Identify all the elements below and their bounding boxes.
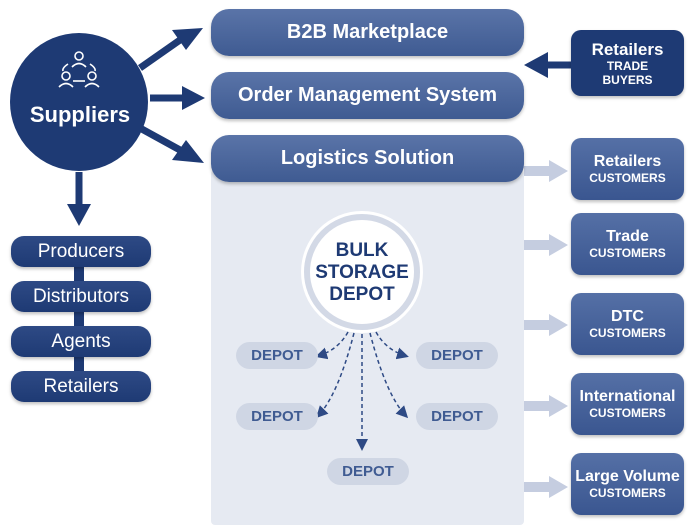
customer-arrows xyxy=(524,160,568,498)
b2b-marketplace-bar: B2B Marketplace xyxy=(211,9,524,56)
customer-title: Trade xyxy=(606,228,649,245)
logistics-panel xyxy=(211,170,524,525)
bulk-depot-circle xyxy=(304,214,420,330)
customer-title: International xyxy=(579,388,676,405)
customer-subtitle: CUSTOMERS xyxy=(589,406,666,420)
arrow-to-oms xyxy=(182,86,205,110)
customer-subtitle: CUSTOMERS xyxy=(589,246,666,260)
arrow-to-channels xyxy=(67,204,91,226)
channel-retailers: Retailers xyxy=(11,371,151,402)
bulk-line-1: BULK xyxy=(335,240,389,261)
arrow-from-retailers-trade xyxy=(524,52,548,78)
customer-title: Retailers xyxy=(593,153,662,170)
suppliers-circle xyxy=(10,33,148,171)
logistics-solution-bar: Logistics Solution xyxy=(211,135,524,182)
arrow-to-marketplace xyxy=(172,28,203,50)
depot-bottom: DEPOT xyxy=(327,458,409,485)
customer-trade: Trade CUSTOMERS xyxy=(571,213,684,275)
depot-upper-left: DEPOT xyxy=(236,342,318,369)
channel-producers: Producers xyxy=(11,236,151,267)
channel-agents: Agents xyxy=(11,326,151,357)
people-cycle-icon xyxy=(54,48,104,92)
customer-international: International CUSTOMERS xyxy=(571,373,684,435)
bulk-storage-depot-label: BULK STORAGE DEPOT xyxy=(307,238,417,308)
bulk-line-2: STORAGE xyxy=(315,262,409,283)
retailers-trade-subtitle: TRADE BUYERS xyxy=(602,58,653,87)
bulk-line-3: DEPOT xyxy=(329,284,395,305)
customer-large-volume: Large Volume CUSTOMERS xyxy=(571,453,684,515)
depot-lower-left: DEPOT xyxy=(236,403,318,430)
channel-distributors: Distributors xyxy=(11,281,151,312)
customer-subtitle: CUSTOMERS xyxy=(589,171,666,185)
depot-upper-right: DEPOT xyxy=(416,342,498,369)
customer-title: DTC xyxy=(611,308,644,325)
customer-dtc: DTC CUSTOMERS xyxy=(571,293,684,355)
customer-retailers: Retailers CUSTOMERS xyxy=(571,138,684,200)
suppliers-label: Suppliers xyxy=(29,102,131,127)
customer-subtitle: CUSTOMERS xyxy=(589,486,666,500)
customer-title: Large Volume xyxy=(575,468,680,485)
channel-connector xyxy=(74,240,84,400)
retailers-trade-buyers-box: Retailers TRADE BUYERS xyxy=(571,30,684,96)
retailers-trade-title: Retailers xyxy=(591,39,664,59)
depot-lower-right: DEPOT xyxy=(416,403,498,430)
order-management-bar: Order Management System xyxy=(211,72,524,119)
depot-dashed-arrows xyxy=(315,331,409,451)
customer-subtitle: CUSTOMERS xyxy=(589,326,666,340)
arrow-to-logistics xyxy=(172,140,204,163)
